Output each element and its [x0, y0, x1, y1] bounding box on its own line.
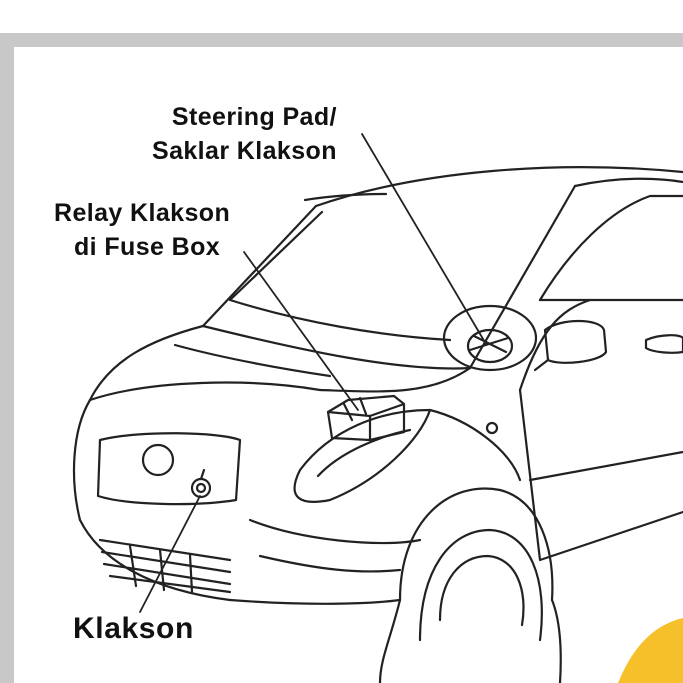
relay-label: Relay Klakson di Fuse Box: [54, 196, 230, 264]
horn-label: Klakson: [73, 612, 194, 646]
relay-label-line1: Relay Klakson: [54, 196, 230, 230]
frame-left-bar: [0, 33, 14, 683]
steering-label-line1: Steering Pad/: [152, 100, 337, 134]
relay-label-line2: di Fuse Box: [54, 230, 230, 264]
steering-leader-line: [362, 134, 486, 344]
steering-label-line2: Saklar Klakson: [152, 134, 337, 168]
steering-pad-label: Steering Pad/ Saklar Klakson: [152, 100, 337, 168]
accent-corner: [618, 618, 683, 683]
frame-top-bar: [0, 33, 683, 47]
horn-label-text: Klakson: [73, 612, 194, 646]
